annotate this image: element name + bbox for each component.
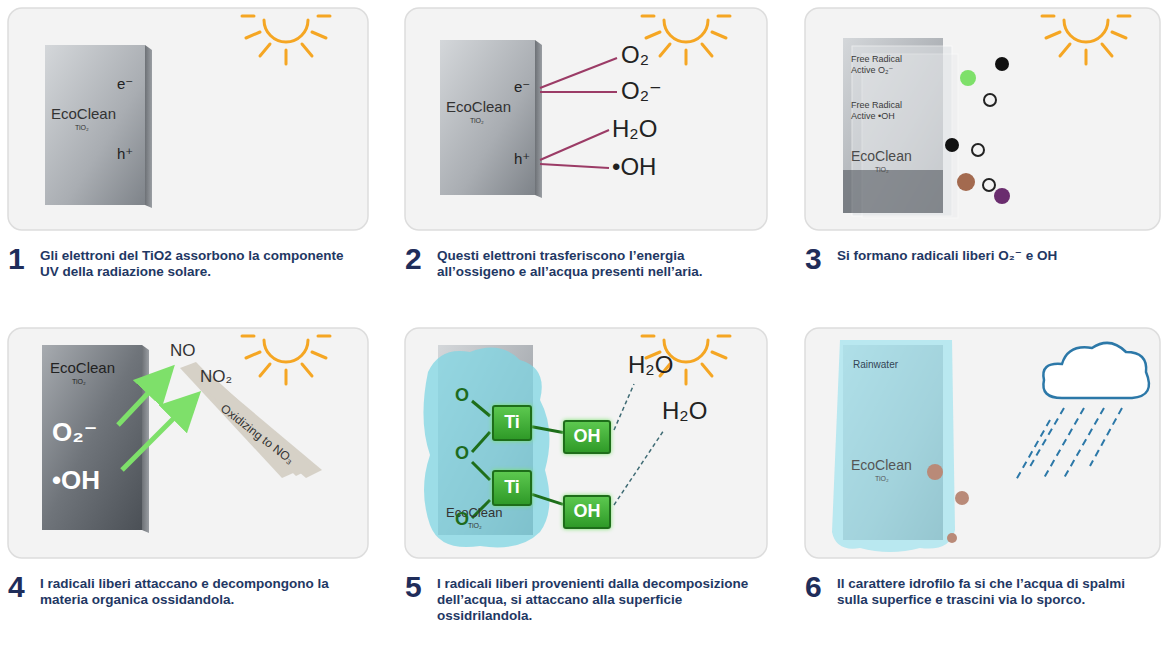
electron-label: e⁻: [514, 78, 534, 96]
material-label: TiO₂: [468, 522, 498, 530]
step-number: 3: [805, 244, 835, 274]
bond-line: [532, 427, 563, 433]
step-number: 1: [8, 244, 38, 274]
hydroxyl-label: OH: [574, 501, 601, 523]
material-label: TiO₂: [72, 378, 102, 386]
water-label: H₂O: [628, 352, 673, 378]
tio2-panel: Free Radical Active O₂⁻ Free Radical Acti…: [843, 38, 943, 213]
reaction-note: Oxidizing to NO₃: [218, 402, 296, 467]
step-caption: Si formano radicali liberi O₂⁻ e OH: [837, 248, 1159, 264]
material-label: TiO₂: [75, 124, 105, 132]
water-label: H₂O: [662, 398, 707, 424]
water-label: Rainwater: [853, 359, 933, 371]
hydroxyl-label: •OH: [612, 154, 656, 180]
hole-label: h⁺: [514, 150, 534, 168]
bond-line: [532, 494, 563, 504]
brand-label: EcoClean: [51, 105, 141, 123]
oxygen-label: O₂: [621, 42, 649, 68]
oxygen-atom: O: [455, 510, 469, 530]
step-caption: I radicali liberi provenienti dalla deco…: [437, 576, 759, 625]
pollutant-label: NO₂: [200, 368, 232, 387]
titanium-label: Ti: [504, 477, 520, 499]
bond-box: Ti: [492, 405, 532, 441]
step-panel: 3Si formano radicali liberi O₂⁻ e OHFree…: [805, 8, 1160, 230]
step-number: 5: [405, 572, 435, 602]
brand-label: EcoClean: [446, 98, 532, 116]
water-label: H₂O: [612, 116, 657, 142]
step-panel: 1Gli elettroni del TiO2 assorbono la com…: [8, 8, 368, 230]
oxygen-atom: O: [455, 444, 469, 464]
step-caption: Il carattere idrofilo fa si che l’acqua …: [837, 576, 1159, 608]
bond-box: OH: [563, 495, 611, 529]
step-panel: 6Il carattere idrofilo fa si che l’acqua…: [805, 328, 1160, 558]
material-label: TiO₂: [875, 475, 905, 483]
material-label: TiO₂: [875, 166, 905, 174]
superoxide-label: O₂⁻: [621, 78, 662, 104]
step-caption: Questi elettroni trasferiscono l’energia…: [437, 248, 759, 280]
titanium-label: Ti: [504, 412, 520, 434]
step-panel: 4I radicali liberi attaccano e decompong…: [8, 328, 368, 558]
tio2-panel: EcoCleanTiO₂ e⁻ h⁺: [440, 40, 535, 195]
tio2-panel: EcoCleanTiO₂ O₂⁻ •OH: [42, 345, 142, 530]
hole-label: h⁺: [117, 145, 141, 163]
step-caption: Gli elettroni del TiO2 assorbono la comp…: [40, 248, 362, 280]
step-number: 6: [805, 572, 835, 602]
step-number: 2: [405, 244, 435, 274]
brand-label: EcoClean: [50, 359, 138, 377]
bond-box: OH: [563, 420, 611, 454]
pollutant-label: NO: [170, 342, 196, 361]
step-caption: I radicali liberi attaccano e decompongo…: [40, 576, 362, 608]
radical-label: •OH: [52, 465, 122, 496]
oxygen-atom: O: [455, 386, 469, 406]
tio2-panel: EcoCleanTiO₂ e⁻ h⁺: [45, 45, 145, 205]
step-number: 4: [8, 572, 38, 602]
brand-label: EcoClean: [851, 148, 939, 165]
brand-label: EcoClean: [851, 457, 939, 474]
material-label: TiO₂: [470, 117, 500, 125]
radical-note: Free Radical Active •OH: [851, 100, 923, 122]
bond-box: Ti: [492, 470, 532, 506]
step-panel: 2Questi elettroni trasferiscono l’energi…: [405, 8, 767, 230]
radical-note: Free Radical Active O₂⁻: [851, 54, 923, 76]
tio2-panel: RainwaterEcoCleanTiO₂: [843, 345, 943, 540]
electron-label: e⁻: [117, 75, 141, 93]
hydroxyl-label: OH: [574, 426, 601, 448]
radical-label: O₂⁻: [52, 417, 122, 448]
